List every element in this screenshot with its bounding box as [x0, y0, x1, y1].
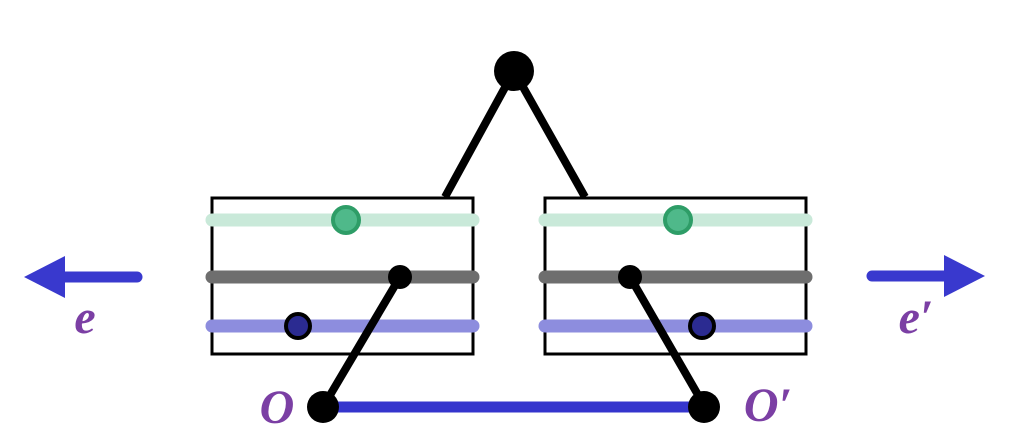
- right-box-navy-dot: [688, 312, 716, 340]
- left-box-navy-dot: [284, 312, 312, 340]
- edge-left-dot-to-O: [319, 274, 404, 410]
- left-arrow-head: [24, 256, 65, 298]
- label-e: e: [74, 291, 95, 344]
- edge-right-dot-to-O-prime: [626, 275, 709, 409]
- point-O-prime-dot: [688, 391, 720, 423]
- left-box-black-dot: [388, 265, 412, 289]
- label-O: O: [260, 381, 295, 434]
- left-box-green-dot: [331, 205, 361, 235]
- right-arrow: [866, 255, 985, 297]
- point-O-dot: [307, 391, 339, 423]
- label-e-prime: e′: [899, 291, 934, 344]
- label-O-prime: O′: [744, 379, 792, 432]
- top-vertex-dot: [494, 51, 534, 91]
- left-arrow: [24, 256, 143, 298]
- edge-vertex-to-right-box: [510, 69, 589, 199]
- right-box-black-dot: [618, 265, 642, 289]
- edge-vertex-to-left-box: [441, 69, 518, 199]
- right-arrow-head: [944, 255, 985, 297]
- right-box-green-dot: [663, 205, 693, 235]
